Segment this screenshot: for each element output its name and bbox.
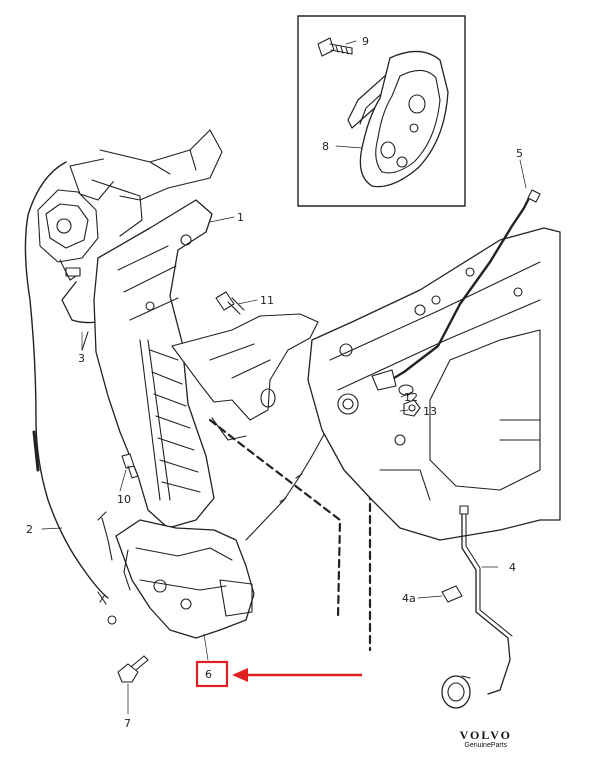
volvo-genuine-parts-logo: VOLVO GenuineParts — [460, 728, 512, 749]
leader-lines — [41, 40, 527, 715]
callout-8: 8 — [322, 140, 329, 153]
brand-name: VOLVO — [459, 728, 512, 742]
callout-4: 4 — [509, 561, 516, 574]
cable-5 — [371, 189, 541, 391]
callout-5: 5 — [516, 147, 523, 160]
callout-7: 7 — [124, 717, 131, 730]
inset-detail-box — [297, 15, 466, 207]
highlight-arrow — [232, 668, 362, 682]
cable-2 — [24, 161, 117, 625]
callout-12: 12 — [404, 391, 418, 404]
callout-13: 13 — [423, 405, 437, 418]
brand-subtitle: GenuineParts — [464, 742, 508, 749]
callout-2: 2 — [26, 523, 33, 536]
support-bracket — [171, 313, 319, 441]
door-lock-assembly-6 — [97, 511, 255, 639]
callout-4a: 4a — [402, 592, 416, 605]
rod-4 — [459, 505, 513, 695]
callout-1: 1 — [237, 211, 244, 224]
upper-lock-mechanism — [37, 129, 223, 281]
grommet-bottom — [441, 675, 471, 709]
callout-3: 3 — [78, 352, 85, 365]
stud-10 — [121, 453, 139, 479]
callout-9: 9 — [362, 35, 369, 48]
door-inner-panel — [307, 227, 561, 541]
callout-6: 6 — [205, 668, 212, 681]
clip-4a — [441, 585, 463, 603]
highlight-box-6 — [195, 660, 229, 688]
callout-11: 11 — [260, 294, 274, 307]
nut-13 — [403, 399, 421, 417]
bolt-11 — [215, 291, 245, 315]
screw-7 — [117, 655, 149, 683]
callout-10: 10 — [117, 493, 131, 506]
door-module-housing-1 — [93, 199, 215, 529]
